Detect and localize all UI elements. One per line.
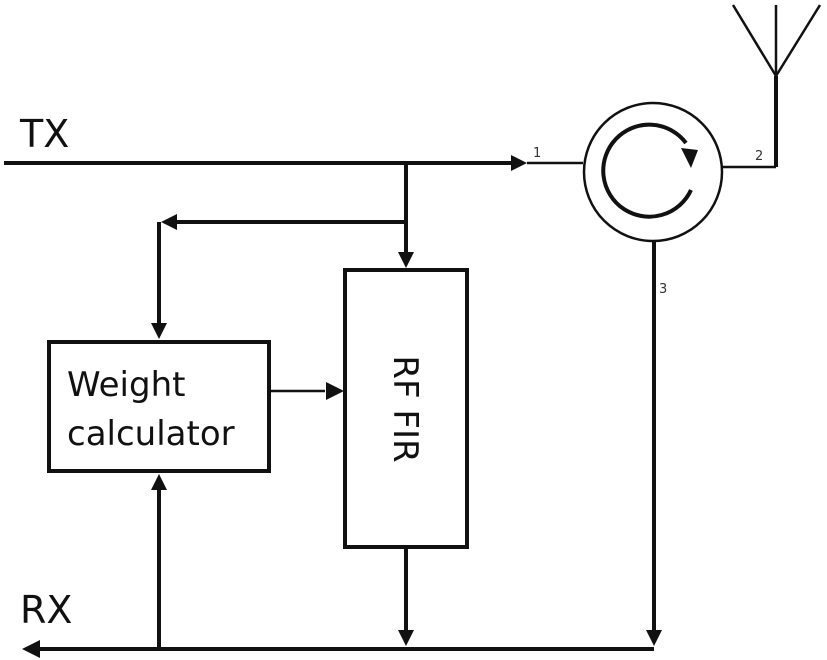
circulator-rotation-arc	[601, 122, 693, 219]
circulator-port1-label: 1	[533, 146, 541, 161]
branch-arrow-left	[161, 214, 177, 230]
tap-arrow-to-rf-fir	[398, 252, 414, 268]
circulator-rotation-arrowhead	[681, 148, 698, 168]
rf-fir-label: RF FIR	[385, 355, 425, 462]
tx-label: TX	[19, 112, 69, 156]
circulator-port2-label: 2	[755, 149, 763, 164]
weight-calculator-block	[47, 340, 271, 473]
rx-output-arrow	[22, 640, 40, 658]
antenna-icon	[731, 4, 822, 77]
weight-calculator-label-line2: calculator	[67, 414, 235, 454]
fir-output-arrow	[398, 630, 414, 646]
tx-arrow-to-circulator	[511, 155, 527, 171]
circulator-port3-label: 3	[659, 282, 667, 297]
port3-arrow	[646, 630, 662, 646]
rx-label: RX	[20, 588, 72, 632]
arrow-to-weight-calculator	[151, 323, 167, 339]
weight-to-fir-arrow	[326, 382, 344, 400]
rf-fir-block	[343, 268, 469, 549]
rx-feedback-arrow	[151, 474, 167, 490]
weight-calculator-label-line1: Weight	[67, 365, 185, 405]
